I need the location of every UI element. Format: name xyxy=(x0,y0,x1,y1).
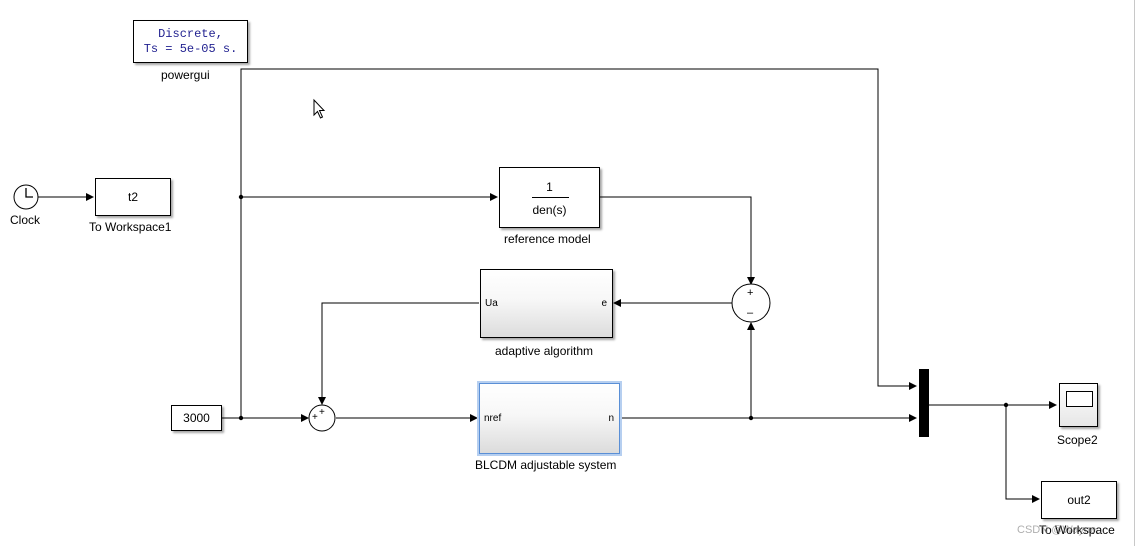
reference-model-numerator: 1 xyxy=(546,180,553,194)
powergui-line2: Ts = 5e-05 s. xyxy=(143,42,238,56)
adaptive-port-in: e xyxy=(601,298,607,309)
branch-point xyxy=(748,415,754,421)
sum-error-block xyxy=(731,283,771,323)
watermark: CSDN @Wayne... xyxy=(1017,524,1106,536)
scope2-block[interactable] xyxy=(1059,383,1098,427)
blcdm-port-in: nref xyxy=(484,413,502,424)
branch-point xyxy=(1003,402,1009,408)
to-workspace1-block[interactable]: t2 xyxy=(95,178,171,216)
reference-model-block[interactable]: 1 den(s) xyxy=(499,167,600,228)
to-workspace-text: out2 xyxy=(1067,493,1091,507)
adaptive-port-out: Ua xyxy=(485,298,498,309)
constant-block[interactable]: 3000 xyxy=(171,405,222,431)
sum-input-block xyxy=(308,404,336,432)
adaptive-algorithm-label: adaptive algorithm xyxy=(495,344,594,358)
clock-block xyxy=(13,184,39,210)
to-workspace-block[interactable]: out2 xyxy=(1041,481,1117,519)
scope2-label: Scope2 xyxy=(1057,433,1098,447)
powergui-line1: Discrete, xyxy=(158,27,223,41)
sum-error-sign-bottom: – xyxy=(747,307,754,319)
sum-input-sign-left: + xyxy=(312,412,318,423)
line-mux-to-workspace xyxy=(1005,405,1040,503)
constant-value: 3000 xyxy=(183,411,210,425)
blcdm-label: BLCDM adjustable system xyxy=(475,458,617,472)
blcdm-port-out: n xyxy=(608,413,614,424)
branch-point xyxy=(238,194,244,200)
to-workspace1-text: t2 xyxy=(127,190,138,204)
line-branch-vertical xyxy=(240,68,917,418)
reference-model-denominator: den(s) xyxy=(532,203,567,217)
mouse-cursor-icon xyxy=(313,98,326,119)
branch-point xyxy=(238,415,244,421)
reference-model-label: reference model xyxy=(504,232,591,246)
fraction-bar xyxy=(532,197,569,198)
sum-input-sign-top: + xyxy=(319,407,325,418)
adaptive-algorithm-block[interactable]: Ua e xyxy=(480,269,613,338)
clock-label: Clock xyxy=(10,213,41,227)
scope-screen-icon xyxy=(1066,391,1093,407)
to-workspace-label: To Workspace xyxy=(1039,523,1115,537)
mux-block xyxy=(919,369,929,437)
powergui-label: powergui xyxy=(161,68,210,82)
line-adaptive-to-sum xyxy=(318,302,479,405)
sum-error-sign-top: + xyxy=(747,287,754,299)
blcdm-block[interactable]: nref n xyxy=(479,383,620,454)
powergui-block[interactable]: Discrete, Ts = 5e-05 s. xyxy=(133,20,248,63)
to-workspace1-label: To Workspace1 xyxy=(89,220,172,234)
line-refmodel-to-sum xyxy=(600,196,755,285)
